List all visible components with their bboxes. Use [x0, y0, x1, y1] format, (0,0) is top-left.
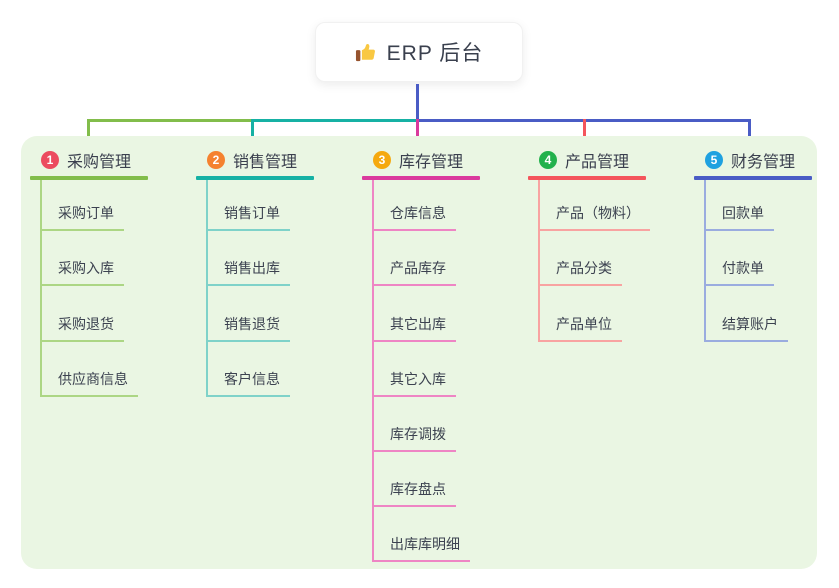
mindmap-panel	[21, 136, 817, 569]
connector-drop-finance	[748, 119, 751, 145]
child-item[interactable]: 产品单位	[538, 316, 622, 342]
root-node[interactable]: ERP 后台	[315, 22, 523, 82]
connector-h-purchase	[87, 119, 252, 122]
child-item[interactable]: 销售订单	[206, 205, 290, 231]
child-item[interactable]: 产品（物料）	[538, 205, 650, 231]
branch-vline	[40, 180, 42, 397]
topic-underline	[528, 176, 646, 180]
badge-3: 3	[373, 151, 391, 169]
child-item[interactable]: 付款单	[704, 260, 774, 286]
topic-label: 财务管理	[731, 154, 796, 171]
child-item[interactable]: 出库库明细	[372, 536, 470, 562]
topic-underline	[694, 176, 812, 180]
branch-vline	[372, 180, 374, 562]
topic-product[interactable]: 4 产品管理	[528, 148, 646, 172]
child-item[interactable]: 产品分类	[538, 260, 622, 286]
connector-drop-inventory	[416, 119, 419, 145]
topic-underline	[362, 176, 480, 180]
topic-underline	[30, 176, 148, 180]
topic-inventory[interactable]: 3 库存管理	[362, 148, 480, 172]
topic-label: 产品管理	[565, 154, 630, 171]
badge-2: 2	[207, 151, 225, 169]
connector-drop-purchase	[87, 119, 90, 145]
child-item[interactable]: 采购退货	[40, 316, 124, 342]
branch-vline	[538, 180, 540, 342]
topic-purchase[interactable]: 1 采购管理	[30, 148, 148, 172]
child-item[interactable]: 客户信息	[206, 371, 290, 397]
topic-label: 销售管理	[233, 154, 298, 171]
child-item[interactable]: 销售出库	[206, 260, 290, 286]
child-item[interactable]: 结算账户	[704, 316, 788, 342]
badge-4: 4	[539, 151, 557, 169]
connector-drop-sales	[251, 119, 254, 145]
child-item[interactable]: 其它出库	[372, 316, 456, 342]
child-item[interactable]: 库存盘点	[372, 481, 456, 507]
branch-vline	[704, 180, 706, 342]
child-item[interactable]: 库存调拨	[372, 426, 456, 452]
child-item[interactable]: 回款单	[704, 205, 774, 231]
topic-finance[interactable]: 5 财务管理	[694, 148, 812, 172]
root-label: ERP 后台	[386, 42, 484, 65]
child-item[interactable]: 其它入库	[372, 371, 456, 397]
child-item[interactable]: 产品库存	[372, 260, 456, 286]
topic-label: 库存管理	[399, 154, 464, 171]
child-item[interactable]: 采购订单	[40, 205, 124, 231]
topic-underline	[196, 176, 314, 180]
child-item[interactable]: 供应商信息	[40, 371, 138, 397]
topic-label: 采购管理	[67, 154, 132, 171]
topic-sales[interactable]: 2 销售管理	[196, 148, 314, 172]
connector-h-sales	[252, 119, 416, 122]
child-item[interactable]: 销售退货	[206, 316, 290, 342]
connector-drop-product	[583, 119, 586, 145]
child-item[interactable]: 采购入库	[40, 260, 124, 286]
connector-stem	[416, 84, 419, 120]
badge-1: 1	[41, 151, 59, 169]
thumbs-up-icon	[355, 43, 375, 61]
branch-vline	[206, 180, 208, 397]
child-item[interactable]: 仓库信息	[372, 205, 456, 231]
badge-5: 5	[705, 151, 723, 169]
